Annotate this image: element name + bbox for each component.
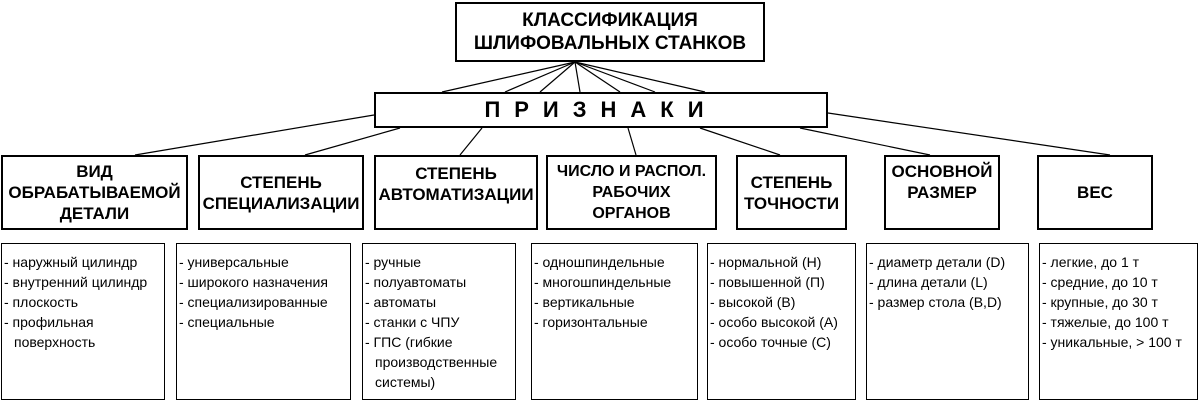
category-box-accuracy: СТЕПЕНЬ ТОЧНОСТИ xyxy=(736,155,847,230)
list-item: - нормальной (Н) xyxy=(710,254,822,270)
connector-title-signs-1 xyxy=(441,61,576,93)
category-label-line: ОСНОВНОЙ xyxy=(891,162,993,181)
list-item: - одношпиндельные xyxy=(534,254,665,270)
category-label-line: ВЕС xyxy=(1077,183,1113,202)
connector-title-signs-2 xyxy=(504,61,576,93)
signs-box: ПРИЗНАКИ xyxy=(374,92,828,128)
category-label-line: АВТОМАТИЗАЦИИ xyxy=(378,185,534,204)
items-box-working-units: - одношпиндельные - многошпиндельные - в… xyxy=(531,243,698,400)
connector-signs-cat-3 xyxy=(459,127,483,156)
title-box: КЛАССИФИКАЦИЯ ШЛИФОВАЛЬНЫХ СТАНКОВ xyxy=(455,2,765,62)
category-box-automation: СТЕПЕНЬ АВТОМАТИЗАЦИИ xyxy=(374,155,538,230)
category-label-line: ЧИСЛО И РАСПОЛ. xyxy=(556,163,707,180)
list-item: - тяжелые, до 100 т xyxy=(1042,314,1169,330)
list-item: - диаметр детали (D) xyxy=(869,254,1006,270)
list-item: - особо точные (С) xyxy=(710,334,831,350)
category-label-line: СПЕЦИАЛИЗАЦИИ xyxy=(202,193,360,213)
list-item: - плоскость xyxy=(4,294,79,310)
category-box-main-size: ОСНОВНОЙ РАЗМЕР xyxy=(884,155,1000,230)
connector-title-signs-4 xyxy=(574,61,581,93)
list-item: - размер стола (B,D) xyxy=(869,294,1002,310)
list-item: - крупные, до 30 т xyxy=(1042,294,1158,310)
title-line-1: КЛАССИФИКАЦИЯ xyxy=(522,10,698,31)
connector-signs-cat-2 xyxy=(304,127,401,156)
connector-signs-cat-5 xyxy=(699,127,781,156)
list-item: - профильная поверхность xyxy=(4,314,96,350)
category-label-line: СТЕПЕНЬ xyxy=(750,172,833,192)
category-box-specialization: СТЕПЕНЬ СПЕЦИАЛИЗАЦИИ xyxy=(198,155,364,230)
list-item: - особо высокой (А) xyxy=(710,314,838,330)
connector-title-signs-7 xyxy=(574,61,706,93)
list-item: - вертикальные xyxy=(534,294,635,310)
list-item: - универсальные xyxy=(179,254,289,270)
list-item: - высокой (В) xyxy=(710,294,796,310)
list-item: - внутренний цилиндр xyxy=(4,274,148,290)
list-item: - легкие, до 1 т xyxy=(1042,254,1140,270)
category-box-part-type: ВИД ОБРАБАТЫВАЕМОЙ ДЕТАЛИ xyxy=(1,155,188,230)
items-box-accuracy: - нормальной (Н) - повышенной (П) - высо… xyxy=(707,243,856,400)
title-line-2: ШЛИФОВАЛЬНЫХ СТАНКОВ xyxy=(473,33,747,54)
category-box-working-units: ЧИСЛО И РАСПОЛ. РАБОЧИХ ОРГАНОВ xyxy=(546,155,717,230)
connector-title-signs-6 xyxy=(574,61,656,93)
list-item: - автоматы xyxy=(365,294,437,310)
list-item: - повышенной (П) xyxy=(710,274,825,290)
connector-title-signs-3 xyxy=(539,61,576,93)
list-item: - горизонтальные xyxy=(534,314,648,330)
items-box-main-size: - диаметр детали (D) - длина детали (L) … xyxy=(866,243,1029,400)
category-label-line: СТЕПЕНЬ xyxy=(240,172,322,192)
items-box-part-type: - наружный цилиндр - внутренний цилиндр … xyxy=(1,243,165,400)
list-item: - ГПС (гибкие производственные системы) xyxy=(365,334,498,390)
connector-signs-cat-6 xyxy=(799,127,931,156)
list-item: - длина детали (L) xyxy=(869,274,988,290)
category-label-line: РАЗМЕР xyxy=(907,183,977,202)
items-box-specialization: - универсальные - широкого назначения - … xyxy=(176,243,351,400)
category-box-weight: ВЕС xyxy=(1037,155,1153,230)
category-label-line: СТЕПЕНЬ xyxy=(415,164,497,183)
list-item: - широкого назначения xyxy=(179,274,328,290)
list-item: - наружный цилиндр xyxy=(4,254,138,270)
list-item: - специализированные xyxy=(179,294,328,310)
category-label-line: ВИД xyxy=(76,162,113,181)
signs-label: ПРИЗНАКИ xyxy=(484,97,718,122)
items-box-automation: - ручные - полуавтоматы - автоматы - ста… xyxy=(362,243,516,400)
connector-signs-cat-4 xyxy=(627,127,637,156)
list-item: - многошпиндельные xyxy=(534,274,672,290)
list-item: - ручные xyxy=(365,254,422,270)
connector-signs-cat-7 xyxy=(827,112,1111,156)
list-item: - средние, до 10 т xyxy=(1042,274,1158,290)
connector-signs-cat-1 xyxy=(134,114,375,156)
category-label-line: ДЕТАЛИ xyxy=(59,204,130,223)
list-item: - специальные xyxy=(179,314,275,330)
connector-title-signs-5 xyxy=(574,61,621,93)
list-item: - полуавтоматы xyxy=(365,274,467,290)
items-box-weight: - легкие, до 1 т - средние, до 10 т - кр… xyxy=(1039,243,1198,400)
category-label-line: ТОЧНОСТИ xyxy=(743,193,840,213)
list-item: - станки с ЧПУ xyxy=(365,314,460,330)
category-label-line: РАБОЧИХ ОРГАНОВ xyxy=(592,184,671,222)
category-label-line: ОБРАБАТЫВАЕМОЙ xyxy=(8,183,181,202)
list-item: - уникальные, > 100 т xyxy=(1042,334,1182,350)
